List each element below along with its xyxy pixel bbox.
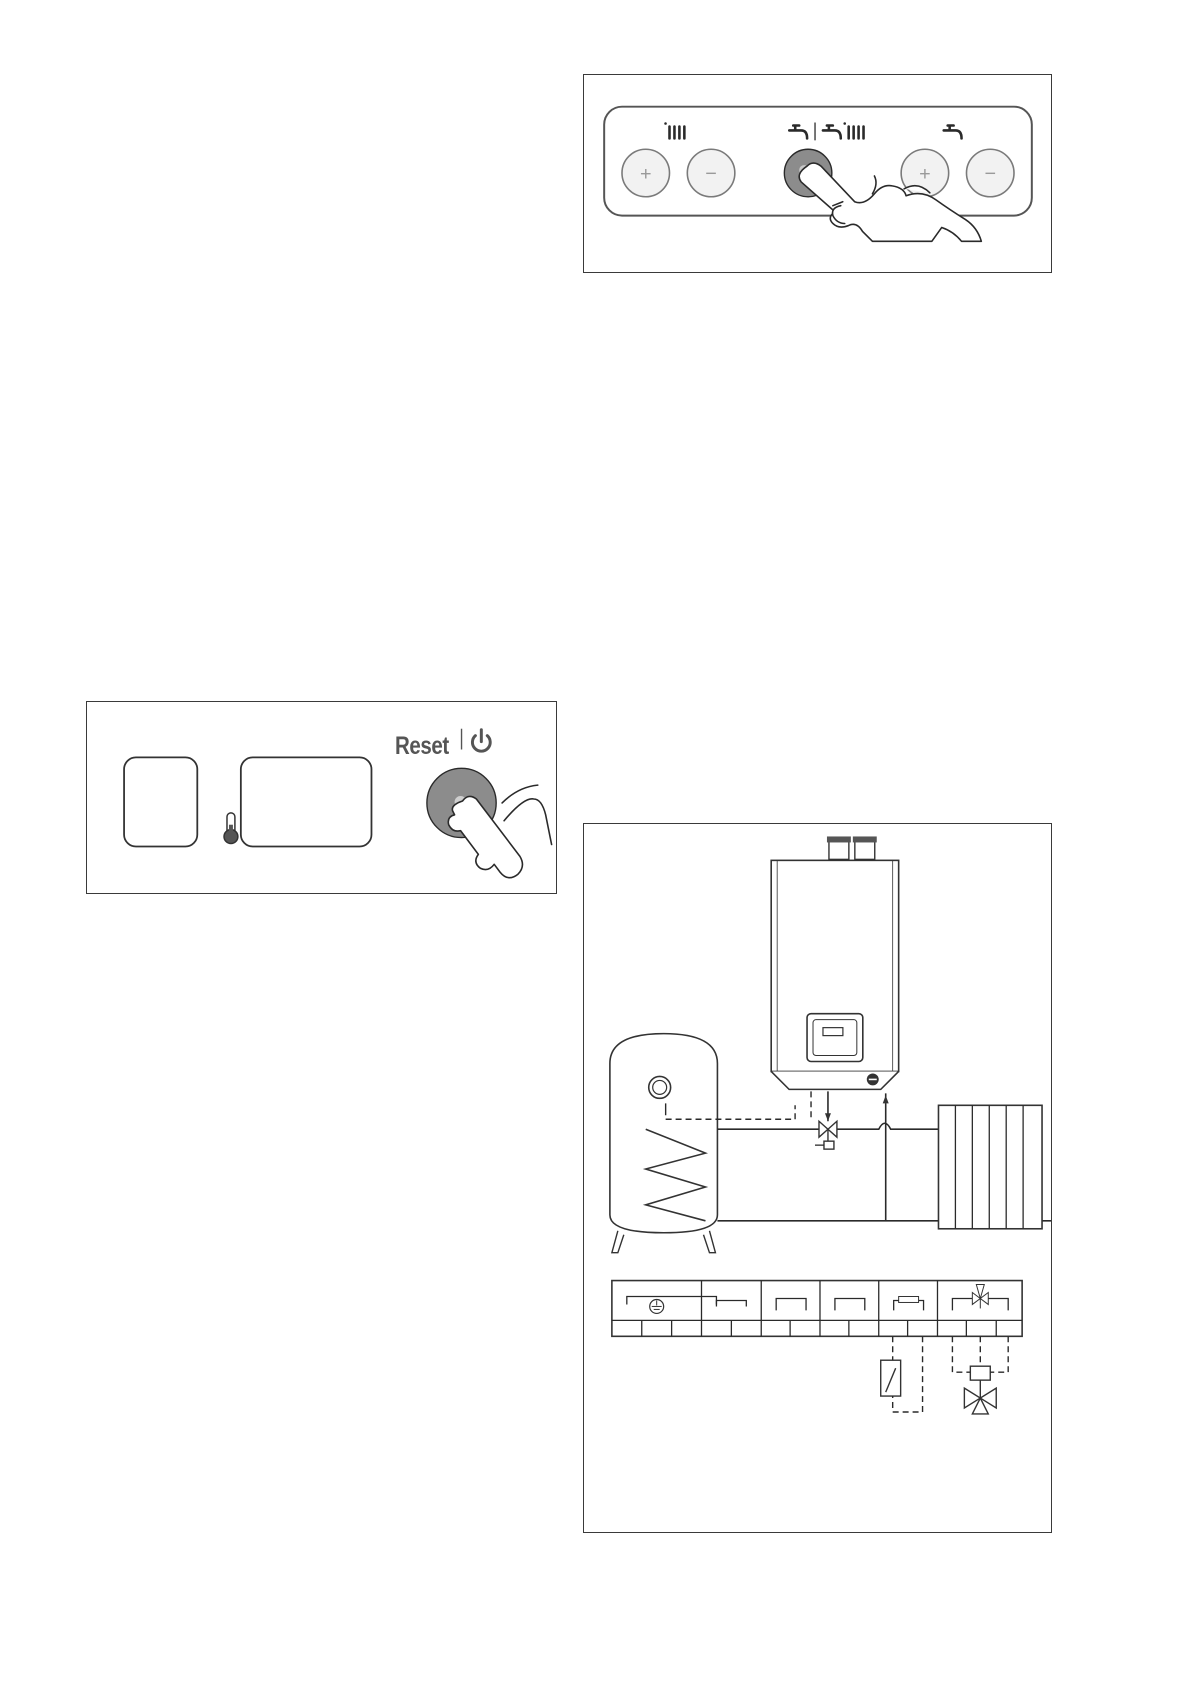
system-schematic-drawing bbox=[584, 824, 1051, 1532]
heating-dhw-panel-drawing: + − + bbox=[584, 75, 1051, 272]
display-window-large bbox=[241, 757, 372, 846]
svg-text:+: + bbox=[640, 163, 652, 185]
figure-reset-panel bbox=[86, 701, 557, 894]
svg-text:+: + bbox=[919, 163, 931, 185]
svg-text:−: − bbox=[984, 163, 996, 185]
figure-heating-dhw-panel: + − + bbox=[583, 74, 1052, 273]
diverter-valve bbox=[952, 1336, 1008, 1414]
heating-minus-button[interactable]: − bbox=[687, 149, 735, 197]
switch bbox=[881, 1336, 923, 1412]
heating-plus-button[interactable]: + bbox=[622, 149, 670, 197]
reset-panel-drawing bbox=[87, 702, 556, 893]
power-icon bbox=[472, 730, 490, 751]
display-window-small bbox=[124, 757, 197, 846]
three-way-valve bbox=[811, 1091, 837, 1149]
radiator bbox=[938, 1105, 1042, 1228]
earth-icon bbox=[650, 1299, 664, 1313]
svg-text:−: − bbox=[705, 163, 717, 185]
figure-system-schematic bbox=[583, 823, 1052, 1533]
dhw-minus-button[interactable]: − bbox=[966, 149, 1014, 197]
reset-label: Reset bbox=[395, 732, 449, 761]
boiler bbox=[771, 836, 898, 1089]
hot-water-cylinder bbox=[610, 1034, 718, 1253]
thermometer-icon bbox=[224, 813, 238, 844]
hand-illustration bbox=[448, 785, 551, 878]
terminal-block bbox=[612, 1281, 1022, 1337]
